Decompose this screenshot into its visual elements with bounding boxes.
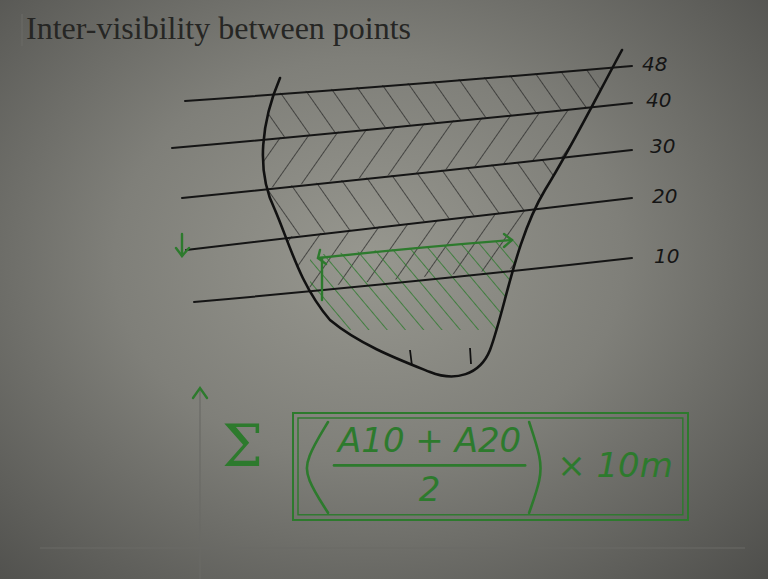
valley-outline xyxy=(263,50,622,376)
valley-floor-ticks xyxy=(410,348,471,366)
formula-box: A10 + A20 2 × 10m xyxy=(292,412,689,521)
slide-frame xyxy=(22,14,745,548)
green-markings xyxy=(176,234,512,579)
contour-value: 30 xyxy=(650,134,675,158)
contour-value: 10 xyxy=(654,244,679,268)
close-parenthesis xyxy=(529,422,541,513)
contour-value: 20 xyxy=(652,184,677,208)
contour-value: 40 xyxy=(646,88,671,112)
denominator: 2 xyxy=(419,471,441,508)
open-parenthesis xyxy=(307,422,328,513)
inner-box-line xyxy=(298,418,683,515)
numerator: A10 + A20 xyxy=(338,422,521,459)
slide-title: Inter-visibility between points xyxy=(26,10,411,47)
fraction-bar xyxy=(334,464,525,467)
contour-value: 48 xyxy=(642,52,667,76)
hatching xyxy=(170,66,632,330)
contour-lines xyxy=(172,66,632,302)
multiplier: × 10m xyxy=(557,447,673,484)
summation-sign: Σ xyxy=(222,412,263,480)
